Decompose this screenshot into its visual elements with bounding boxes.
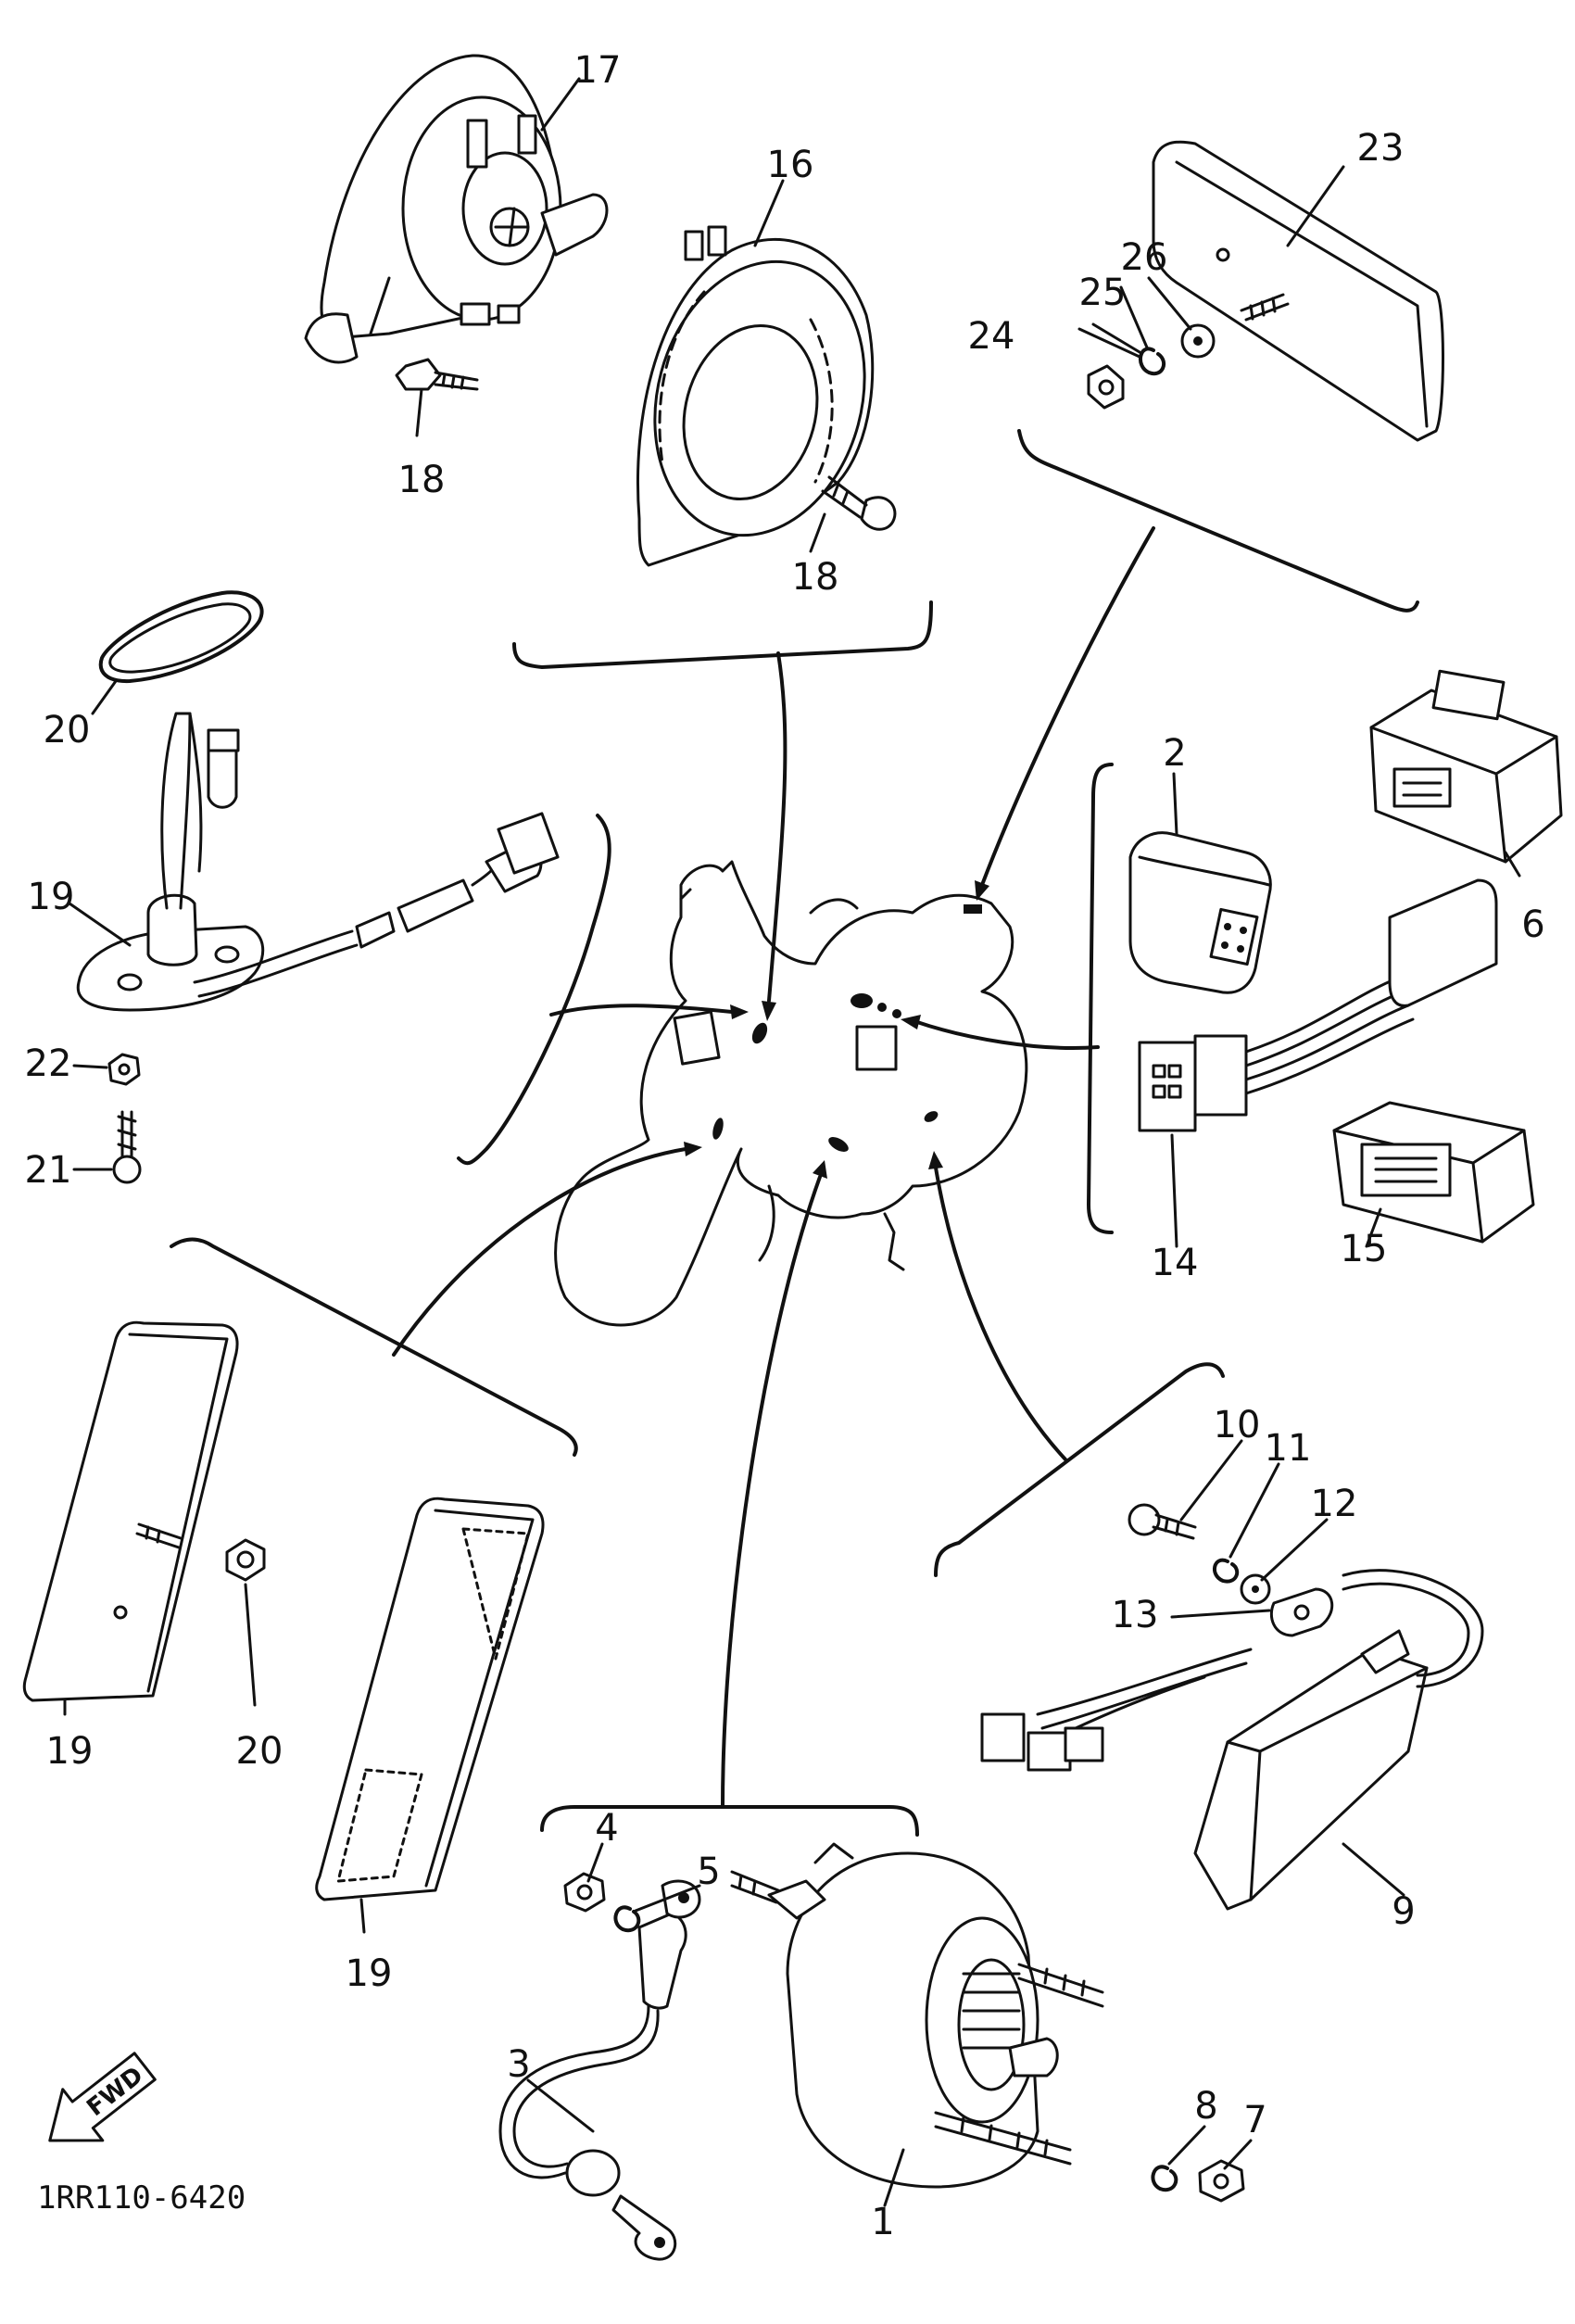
callout-15: 15 (1341, 1228, 1388, 1270)
callout-24: 22 (25, 1042, 72, 1085)
callout-9: 9 (1392, 1890, 1415, 1933)
callout-3: 3 (507, 2043, 530, 2086)
callout-8: 8 (1194, 2085, 1217, 2128)
nut-part-4 (563, 1872, 606, 1913)
relay-part-2 (1128, 831, 1272, 994)
fwd-arrow-icon: FWD (48, 2052, 157, 2142)
leader-arrows (392, 526, 1155, 1809)
callout-5: 5 (697, 1850, 720, 1893)
ground-clip-part-13 (1269, 1587, 1334, 1637)
callout-11: 11 (1265, 1427, 1312, 1470)
callout-28: 26 (1121, 236, 1168, 279)
callout-labels: 17 16 18 18 23 26 25 24 20 19 22 21 2 6 … (25, 49, 1545, 2243)
callout-18-right: 18 (792, 556, 839, 599)
callout-1: 1 (871, 2201, 894, 2243)
callout-21: 19 (28, 876, 75, 918)
callout-6: 6 (1521, 903, 1544, 946)
callout-4: 4 (595, 1807, 618, 1850)
bolt-part-18b (821, 475, 897, 531)
callout-18-left: 18 (398, 459, 446, 501)
nut-part-20 (225, 1538, 266, 1582)
reflector-plate-part-25 (1152, 140, 1444, 442)
callout-7: 7 (1243, 2099, 1266, 2141)
nut-part-7 (1198, 2159, 1245, 2203)
callout-leaders (63, 77, 1521, 2207)
gasket-part-22 (98, 590, 264, 684)
screw-part-23 (112, 1110, 142, 1184)
callout-23: 21 (25, 1149, 72, 1192)
reflector-side-part-19b (315, 1497, 545, 1901)
callout-16: 16 (767, 144, 814, 186)
regulator-part-9 (980, 1569, 1484, 1911)
washer-part-11 (1213, 1558, 1240, 1584)
callout-14: 14 (1152, 1242, 1199, 1284)
washer-part-5 (613, 1905, 641, 1933)
callout-17: 17 (574, 49, 622, 92)
washer-part-8 (1151, 2165, 1178, 2192)
starter-relay-part-1 (730, 1842, 1104, 2189)
washer-part-12 (1240, 1573, 1271, 1605)
callout-27: 25 (1079, 272, 1127, 314)
callout-26: 24 (968, 315, 1015, 358)
callout-25: 23 (1357, 127, 1405, 170)
callout-10: 10 (1214, 1404, 1261, 1446)
connector-part-14 (1138, 878, 1498, 1132)
motorcycle-frame-outline (554, 860, 1028, 1327)
connector-block-part-15 (1332, 1101, 1535, 1244)
washer-part-27 (1139, 347, 1166, 376)
bolt-part-18a (395, 358, 479, 391)
callout-13: 13 (1112, 1594, 1159, 1636)
diagram-code: 1RR110-6420 (37, 2179, 246, 2217)
callout-20-html: 20 (235, 1730, 284, 1773)
nut-part-26 (1087, 364, 1125, 410)
callout-22: 20 (44, 709, 91, 752)
nut-part-24 (107, 1053, 141, 1086)
horn-right-part-16 (636, 225, 875, 567)
callout-19-left: 19 (46, 1730, 94, 1773)
horn-left-part-17 (304, 54, 609, 364)
control-unit-part-6 (1369, 669, 1563, 864)
washer-part-28 (1180, 323, 1216, 359)
callout-12: 12 (1311, 1483, 1358, 1525)
fuel-sender-part-21 (76, 712, 560, 1012)
reflector-side-part-19a (22, 1320, 239, 1702)
callout-2: 2 (1163, 732, 1186, 775)
bolt-part-10 (1128, 1503, 1197, 1540)
callout-19-right-html: 19 (345, 1952, 393, 1995)
group-brackets (170, 429, 1419, 1837)
